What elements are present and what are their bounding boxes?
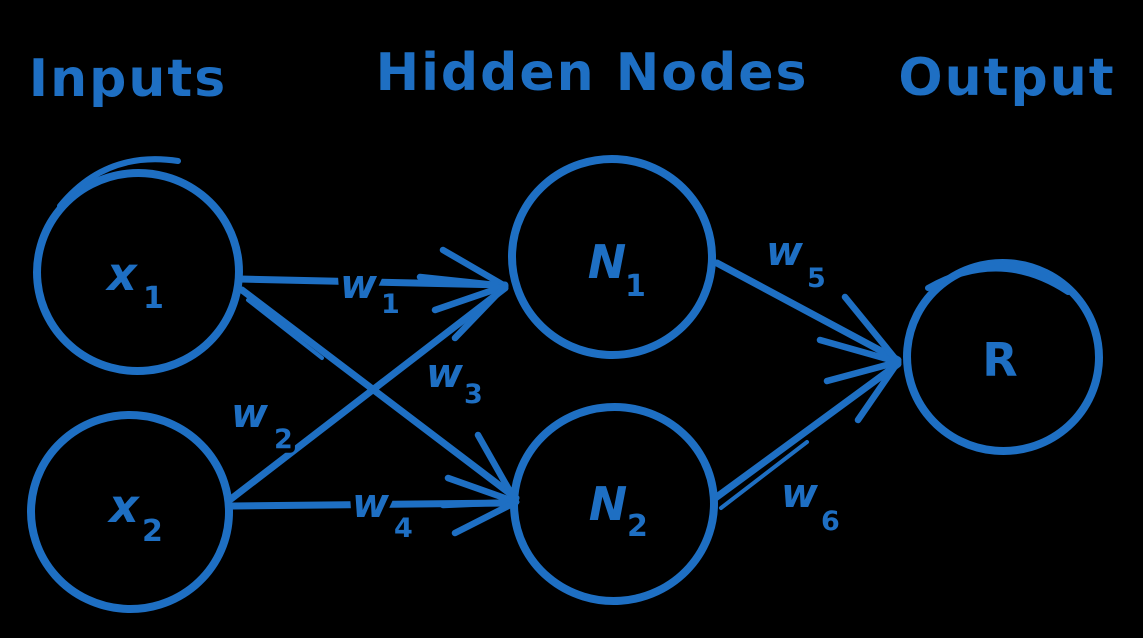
node-x1-label: x — [105, 247, 138, 301]
node-x2-subscript: 2 — [142, 514, 163, 549]
edge-n2-r — [710, 360, 902, 503]
weight-w4-label: w — [352, 481, 390, 527]
arrowhead-n2-stroke — [474, 431, 520, 506]
arrowhead-r-stroke — [816, 336, 902, 366]
arrowhead-r-icon — [816, 293, 902, 424]
arrowhead-n1-icon — [416, 246, 509, 342]
column-label-output: Output — [898, 48, 1115, 108]
weight-w1-label: w — [340, 262, 378, 308]
arrowhead-r-stroke — [823, 358, 902, 385]
arrowhead-n1-stroke — [416, 273, 509, 290]
weight-w6-label: w — [781, 471, 819, 517]
node-n1-subscript: 1 — [625, 269, 646, 304]
arrowhead-n1-stroke — [451, 282, 509, 342]
edge-n1-r — [713, 259, 902, 364]
weight-labels: w 1 w 2 w 3 w 4 w 5 w 6 — [226, 224, 845, 549]
weight-w2-label: w — [231, 391, 269, 437]
weight-w5-label: w — [766, 229, 804, 275]
node-labels: x 1 x 2 N 1 N 2 R — [105, 235, 1018, 549]
node-n2-circle — [510, 402, 718, 606]
weight-w3-label: w — [426, 351, 464, 397]
column-label-hidden-nodes: Hidden Nodes — [376, 43, 809, 103]
node-x2-circle — [27, 410, 233, 614]
arrowhead-r-stroke — [841, 293, 902, 366]
arrowhead-n2-stroke — [439, 498, 520, 509]
node-x1-circle — [33, 168, 243, 376]
node-r-label: R — [982, 333, 1017, 387]
arrowhead-n1-stroke — [439, 246, 509, 290]
weight-w2-subscript: 2 — [274, 424, 293, 455]
column-label-inputs: Inputs — [29, 49, 227, 109]
edge-x2-n1 — [227, 284, 509, 503]
node-n2-label: N — [589, 477, 628, 531]
node-x1-overlap-stroke — [57, 156, 181, 209]
weight-w1-subscript: 1 — [381, 289, 400, 320]
arrowhead-n2-stroke — [444, 474, 520, 506]
edges — [227, 259, 902, 510]
node-r-circle — [903, 258, 1103, 456]
weight-w4-subscript: 4 — [394, 513, 413, 544]
node-x1-subscript: 1 — [143, 281, 164, 316]
nodes — [27, 154, 1103, 614]
edge-x1-n2 — [238, 286, 520, 502]
edge-x1-n2-double-stroke — [246, 298, 324, 360]
arrowhead-n2-stroke — [451, 498, 520, 537]
arrowhead-n1-stroke — [431, 282, 509, 314]
node-n1-label: N — [588, 235, 627, 289]
edge-n2-r-double-stroke — [719, 440, 809, 510]
weight-w3-subscript: 3 — [464, 379, 483, 410]
node-n1-circle — [508, 154, 716, 360]
arrowhead-r-stroke — [854, 358, 902, 424]
node-r-overlap-stroke — [925, 265, 1071, 295]
weight-w5-subscript: 5 — [807, 263, 826, 294]
arrowhead-n2-icon — [439, 431, 520, 537]
weight-w6-subscript: 6 — [821, 506, 840, 537]
node-n2-subscript: 2 — [627, 509, 648, 544]
node-x2-label: x — [107, 479, 140, 533]
